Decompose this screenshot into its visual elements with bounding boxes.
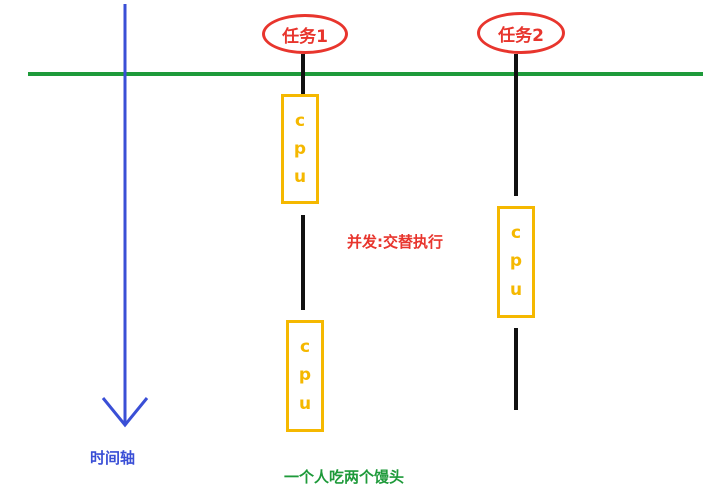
time-axis-arrow (101, 4, 149, 428)
task1-cpu-block-2: c p u (286, 320, 324, 432)
task1-thread-segment (301, 215, 305, 310)
cpu-letter: c (510, 222, 522, 243)
cpu-letter: c (299, 336, 311, 357)
task2-ellipse: 任务2 (477, 12, 565, 54)
task1-cpu-block-1: c p u (281, 94, 319, 204)
task1-label: 任务1 (282, 26, 328, 47)
cpu-letter: u (293, 166, 307, 187)
task2-thread-segment (514, 54, 518, 196)
time-axis-label: 时间轴 (90, 449, 136, 467)
baseline-line (28, 72, 703, 76)
cpu-letter: u (509, 280, 523, 301)
cpu-letter: p (293, 138, 307, 159)
task1-ellipse: 任务1 (262, 14, 348, 54)
cpu-letter: p (298, 365, 312, 386)
cpu-letter: u (298, 394, 312, 415)
cpu-letter: p (509, 251, 523, 272)
cpu-letter: c (294, 110, 306, 131)
task2-label: 任务2 (498, 25, 544, 46)
bottom-caption: 一个人吃两个馒头 (284, 468, 405, 486)
task2-cpu-block: c p u (497, 206, 535, 318)
task1-thread-segment (301, 54, 305, 94)
task2-thread-segment (514, 328, 518, 410)
concurrent-label: 并发:交替执行 (347, 233, 443, 251)
